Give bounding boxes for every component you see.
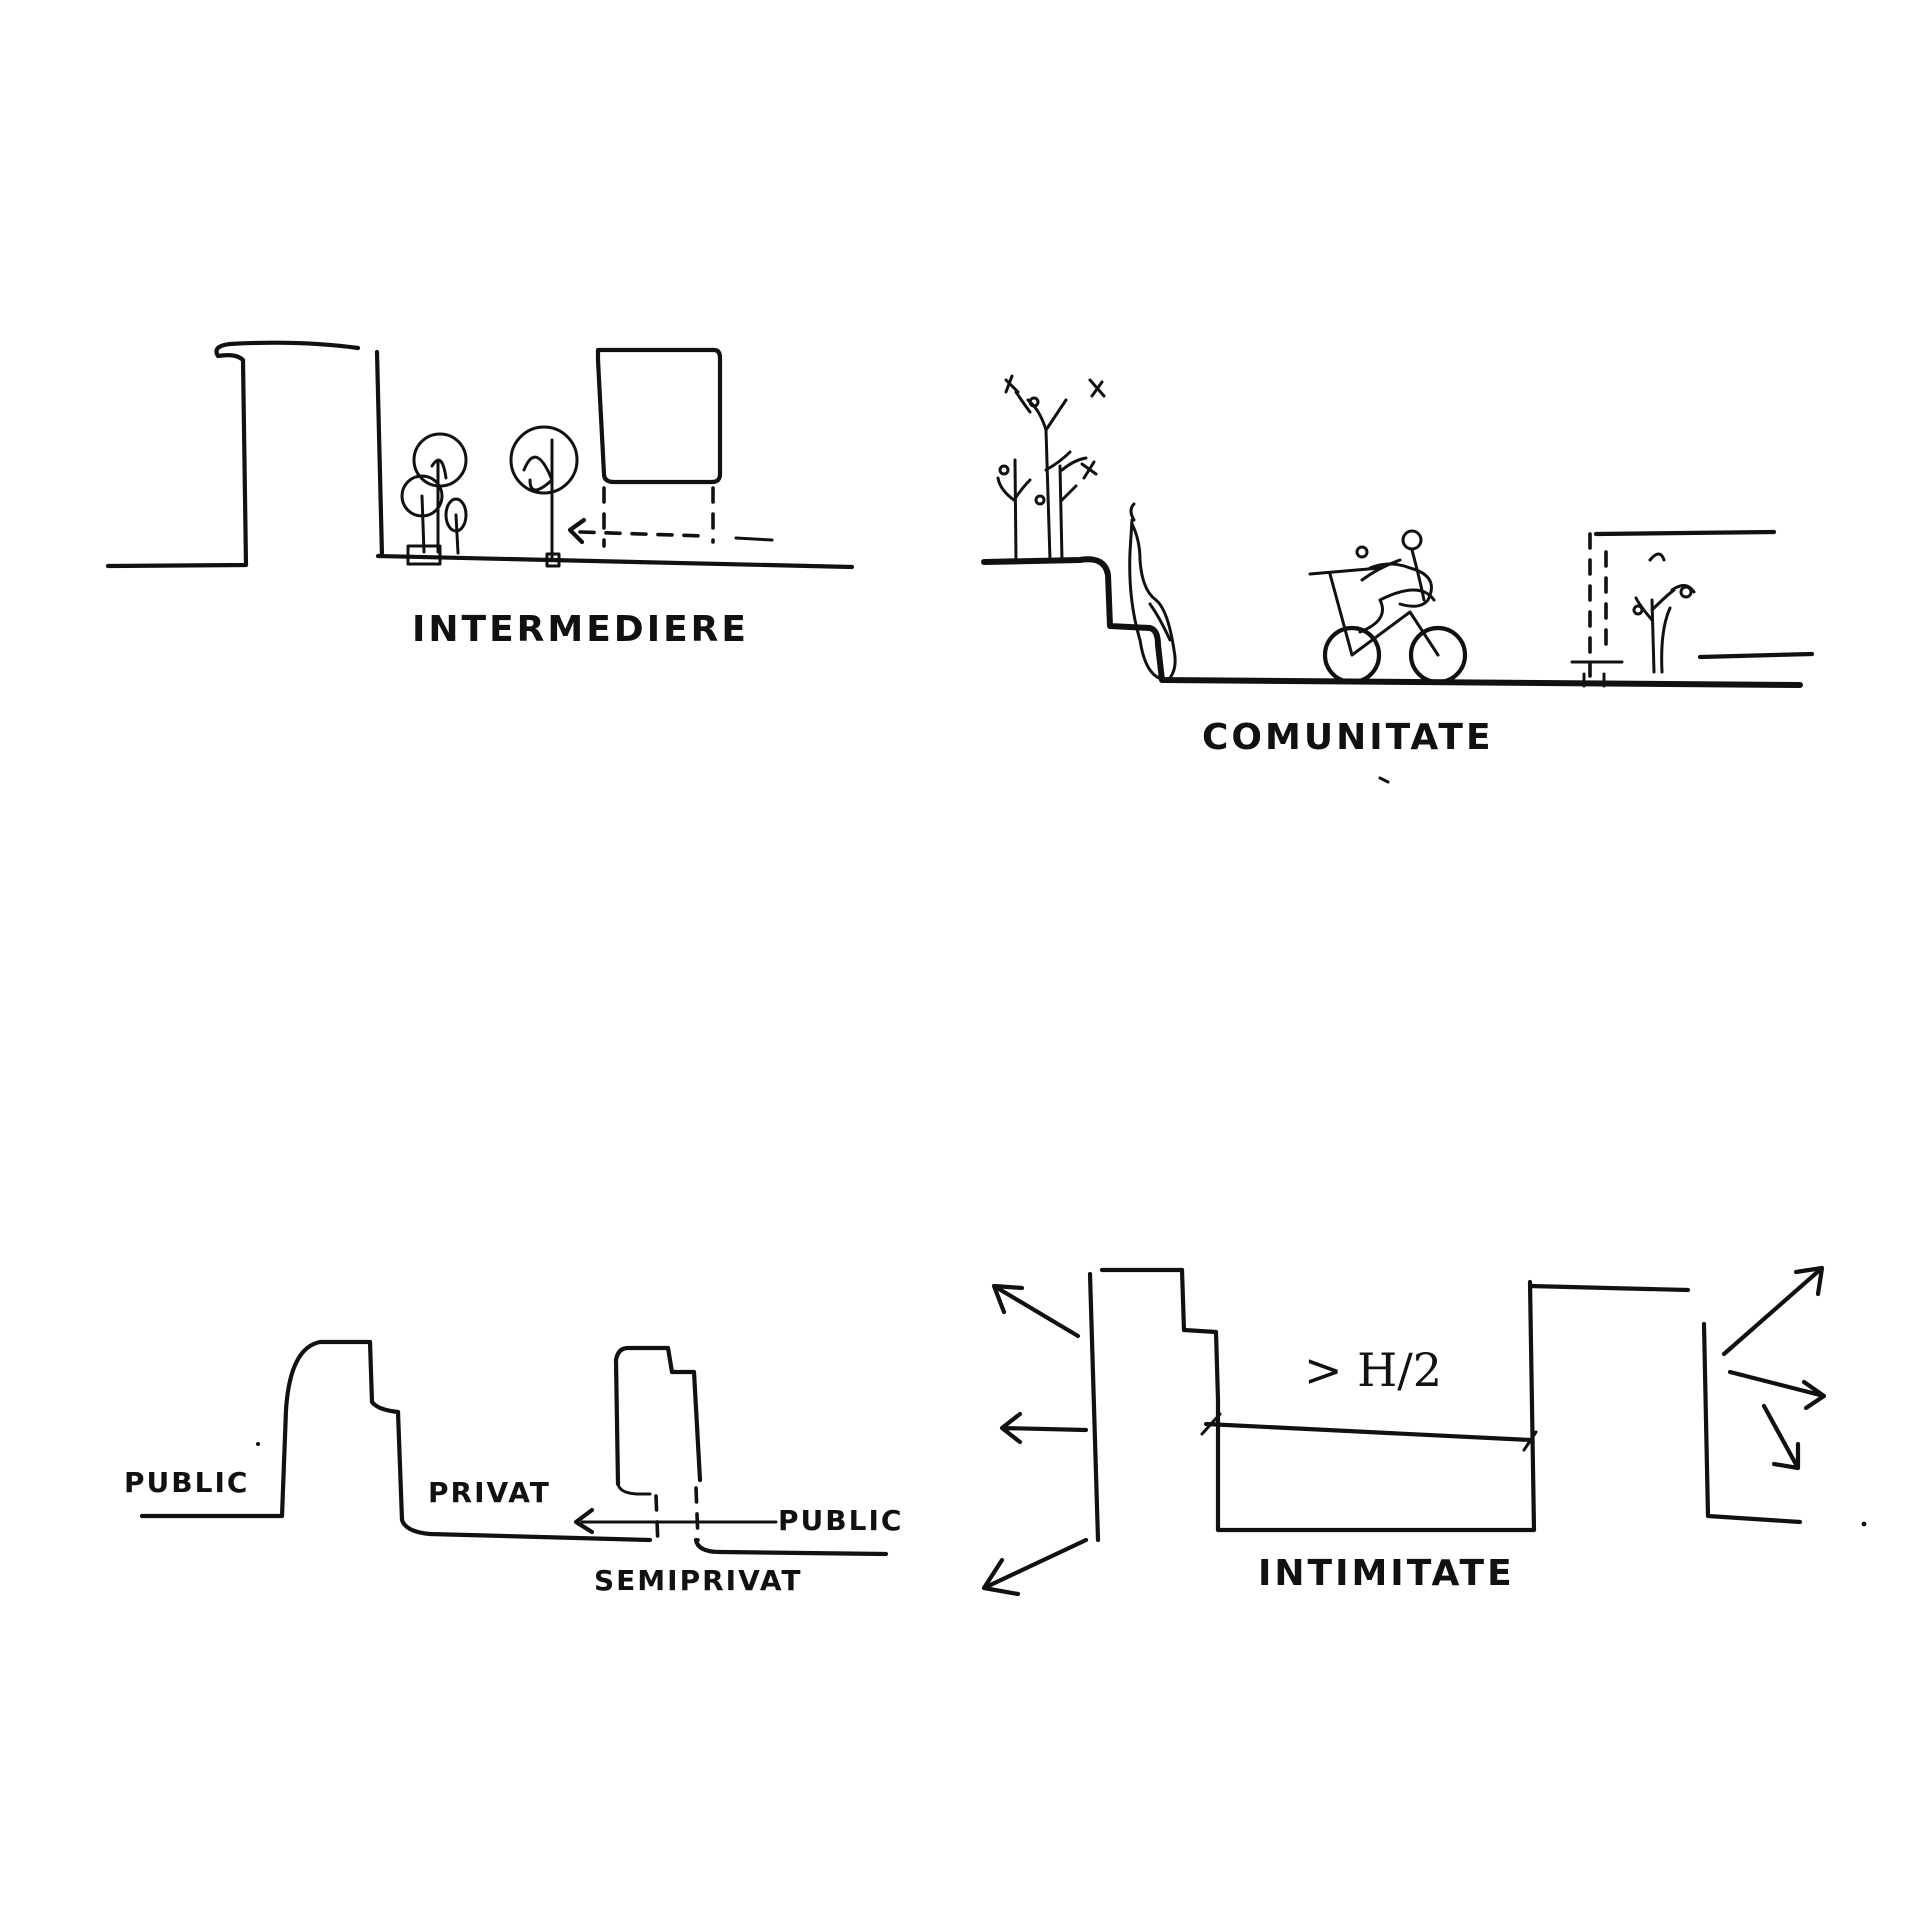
panel-intermediere: INTERMEDIERE [105, 340, 855, 650]
building-left [139, 1339, 653, 1543]
panel-tranzitie: PUBLIC PRIVAT PUBLIC SEMIPRIVAT [124, 1339, 903, 1597]
pen-dot-right [1861, 1521, 1867, 1527]
tree-cluster-icon [400, 432, 468, 566]
label-intermediere: INTERMEDIERE [412, 609, 749, 650]
label-intimitate: INTIMITATE [1258, 1553, 1515, 1594]
small-plant-icon [1632, 552, 1696, 674]
terrain [981, 556, 1803, 688]
label-public-left: PUBLIC [124, 1466, 249, 1499]
label-comunitate: COMUNITATE [1202, 717, 1494, 758]
tree-icon [509, 425, 579, 568]
building-box [595, 347, 723, 485]
dimension-line [1203, 1421, 1533, 1443]
wall-right [1701, 1321, 1803, 1525]
roof-right [1527, 1283, 1691, 1293]
frame-top [1593, 529, 1777, 537]
wall [374, 349, 385, 559]
dimension-tick-right [1522, 1430, 1538, 1452]
dimension-note: > H/2 [1304, 1343, 1442, 1397]
dash-tail [734, 536, 774, 542]
label-privat: PRIVAT [428, 1476, 551, 1509]
arrow-privat-head-icon [573, 1507, 595, 1535]
label-public-right: PUBLIC [778, 1504, 903, 1537]
panel-intimitate: > H/2 INTIMITATE [981, 1265, 1867, 1597]
panel-comunitate: COMUNITATE [981, 374, 1815, 784]
cyclist-icon [1308, 529, 1468, 685]
arrow-head-icon [567, 517, 587, 545]
building-right-base [616, 1482, 652, 1496]
dashed-threshold-right [694, 1486, 700, 1542]
building-right [613, 1345, 703, 1487]
dimension-tick-left [1200, 1412, 1222, 1436]
ground-left [105, 340, 361, 569]
arrows-left-icon [981, 1283, 1089, 1597]
person-icon [1128, 502, 1177, 682]
wall-left [1087, 1271, 1101, 1543]
ground-right [375, 553, 855, 570]
pen-mark [1378, 776, 1390, 784]
ground-right-public [693, 1537, 889, 1557]
arrow-shaft [578, 530, 706, 538]
arrows-right-icon [1721, 1265, 1827, 1471]
label-semiprivat: SEMIPRIVAT [594, 1564, 802, 1597]
pen-dot [256, 1442, 260, 1446]
stepped-building [1099, 1267, 1537, 1533]
frame-base [1570, 660, 1624, 688]
frame-side [1697, 651, 1815, 660]
plants-icon [996, 374, 1106, 562]
